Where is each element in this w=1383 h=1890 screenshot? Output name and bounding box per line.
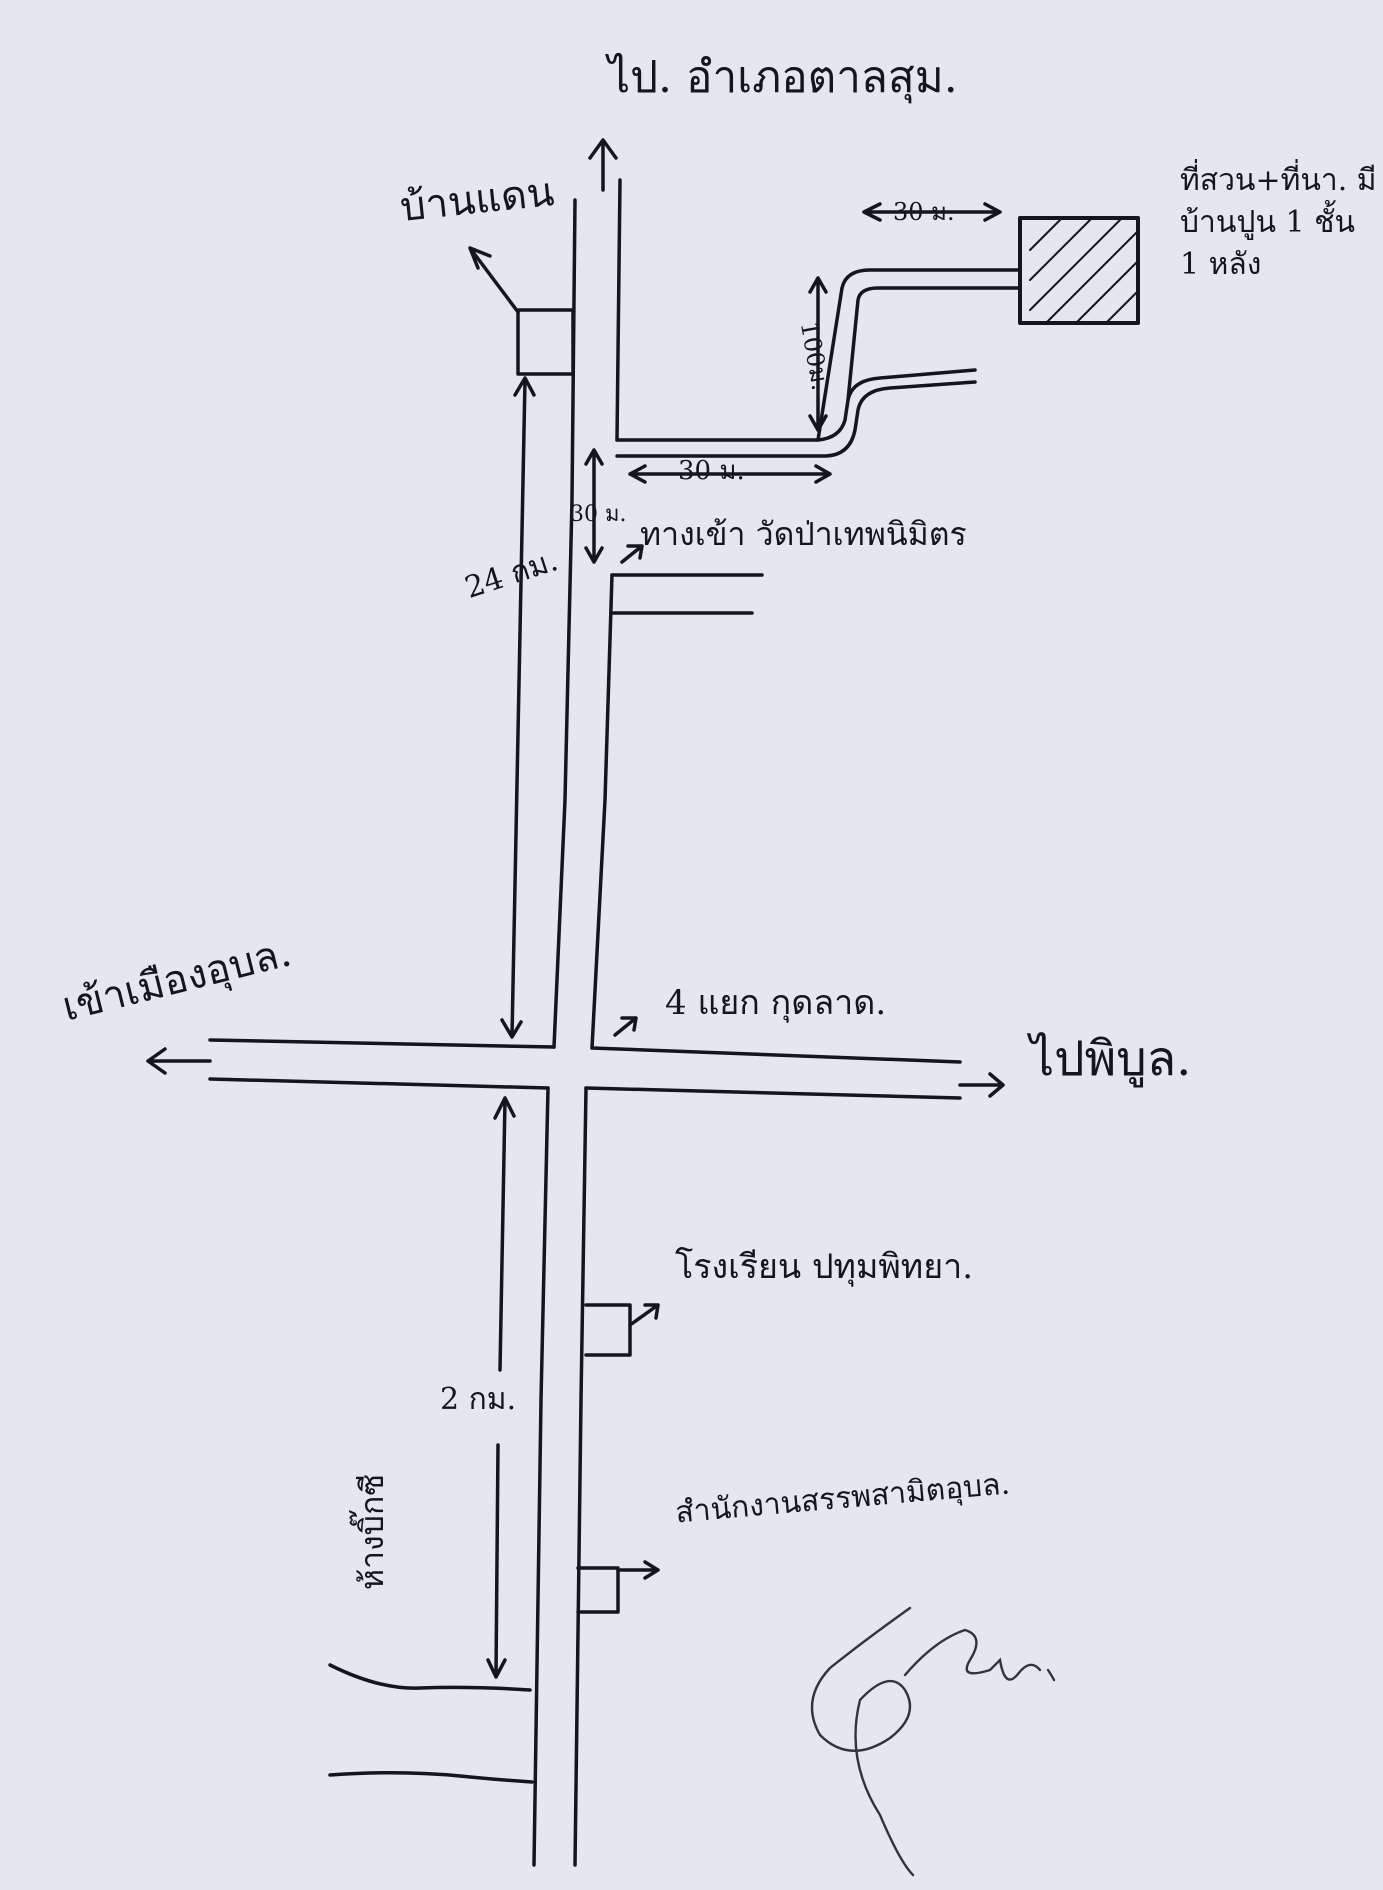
dim-2km [486, 1096, 516, 1679]
market-scribble-1 [328, 1663, 532, 1692]
main-road-south-left-edge [532, 1086, 550, 1867]
dim-24km [500, 376, 536, 1039]
label-to-phibun: ไปพิบูล. [1030, 1031, 1192, 1087]
label-dist-30m-lane: 30 ม. [678, 456, 745, 486]
label-dist-2km: 2 กม. [440, 1382, 517, 1417]
main-road-south-right-edge [573, 1086, 588, 1867]
label-north-road: ไป. อำเภอตาลสุม. [608, 52, 958, 103]
cross-road-south-edge [208, 1077, 962, 1100]
temple-pointer [620, 544, 644, 564]
dim-30m-plot [862, 202, 1002, 222]
dim-30m-lane [628, 464, 832, 484]
ban-daen-building [516, 308, 575, 376]
temple-lane-top [615, 368, 977, 442]
label-dist-30m-vertical: 30 ม. [570, 502, 627, 527]
dim-30m-vertical [584, 448, 604, 564]
cross-road-north-edge [208, 1038, 962, 1064]
label-temple-entrance: ทางเข้า วัดป่าเทพนิมิตร [640, 515, 967, 553]
ban-daen-arrow [468, 246, 520, 314]
signature [810, 1606, 1056, 1877]
office-pointer [616, 1560, 660, 1580]
school-building [584, 1303, 632, 1357]
north-arrow [588, 138, 618, 192]
land-plot-hatching [1029, 217, 1139, 324]
plot-spur-inner [846, 286, 1022, 402]
label-market: ห้างบิ๊กซี [353, 1473, 391, 1590]
market-scribble-2 [328, 1770, 534, 1784]
dim-100m [808, 276, 828, 432]
land-plot [1018, 216, 1140, 325]
arrow-east [958, 1072, 1005, 1098]
arrow-west [146, 1047, 212, 1075]
main-road-north-right-edge [590, 178, 622, 1050]
label-school: โรงเรียน ปทุมพิทยา. [675, 1247, 974, 1287]
label-dist-30m-plot: 30 ม. [893, 198, 955, 226]
label-junction: 4 แยก กุดลาด. [665, 983, 887, 1023]
school-pointer [628, 1303, 660, 1327]
plot-spur-outer [816, 268, 1022, 442]
label-land-plot: ที่สวน+ที่นา. มีบ้านปูน 1 ชั้น 1 หลัง [1180, 163, 1377, 282]
junction-pointer [613, 1016, 638, 1037]
office-building [576, 1566, 620, 1614]
temple-lane-bottom [615, 380, 977, 458]
